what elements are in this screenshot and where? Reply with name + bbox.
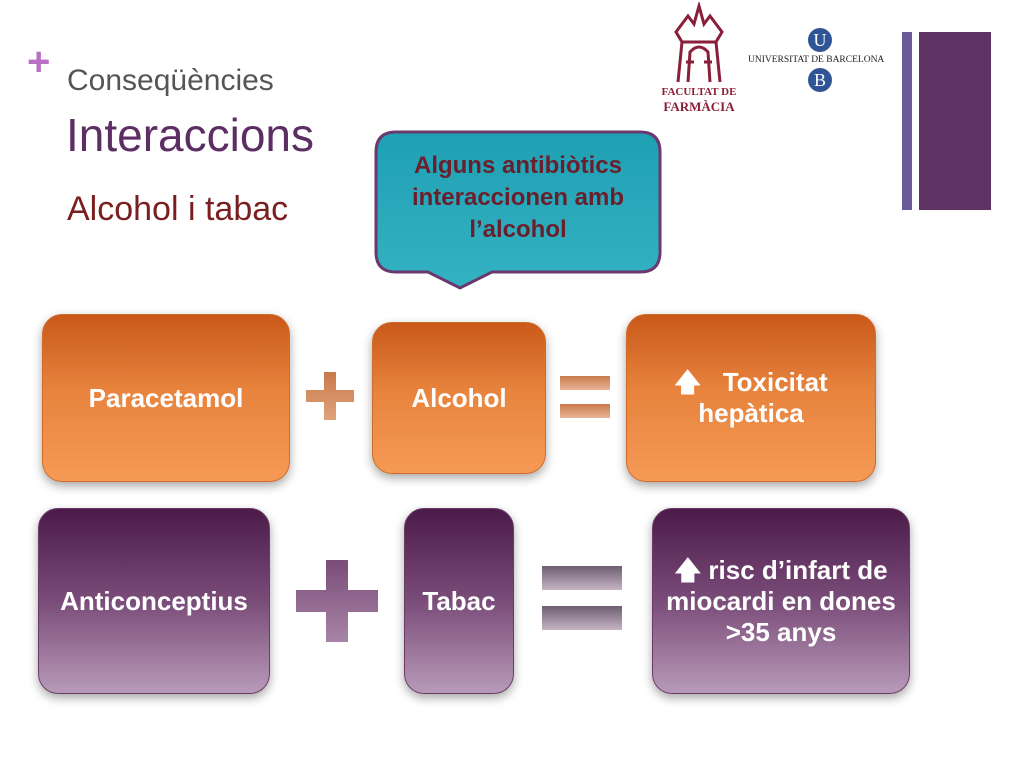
equals-operator-icon (542, 566, 622, 630)
substance-box-tabac: Tabac (404, 508, 514, 694)
speech-callout: Alguns antibiòtics interaccionen amb l’a… (374, 130, 662, 290)
faculty-name-line2: FARMÀCIA (663, 99, 735, 114)
equals-operator-icon (560, 376, 610, 418)
up-arrow-icon: 🡅 (674, 554, 702, 585)
substance-label: Alcohol (411, 382, 507, 413)
section-heading: Alcohol i tabac (67, 190, 289, 228)
result-text: 🡅 Toxicitat hepàtica (627, 367, 875, 429)
drug-label: Anticonceptius (60, 585, 248, 616)
decorative-bar-thick (919, 32, 991, 210)
result-label: Toxicitat hepàtica (698, 367, 828, 428)
substance-label: Tabac (422, 585, 496, 616)
plus-operator-icon (306, 372, 354, 420)
substance-box-alcohol: Alcohol (372, 322, 546, 474)
result-text: 🡅 risc d’infart de miocardi en dones >35… (653, 555, 909, 648)
callout-text: Alguns antibiòtics interaccionen amb l’a… (411, 152, 625, 243)
drug-box-paracetamol: Paracetamol (42, 314, 290, 482)
result-box-risc: 🡅 risc d’infart de miocardi en dones >35… (652, 508, 910, 694)
slide-subtitle: Conseqüències (67, 64, 274, 97)
faculty-logo: FACULTAT DE FARMÀCIA (658, 2, 740, 116)
slide-title: Interaccions (66, 109, 315, 161)
plus-operator-icon (296, 560, 378, 642)
faculty-name-line1: FACULTAT DE (661, 86, 737, 98)
callout-shape (374, 130, 662, 290)
drug-box-anticonceptius: Anticonceptius (38, 508, 270, 694)
ub-circle-u: U (808, 28, 832, 52)
plus-bullet-icon: + (27, 40, 51, 84)
result-box-toxicitat: 🡅 Toxicitat hepàtica (626, 314, 876, 482)
university-logo: U UNIVERSITAT DE BARCELONA B (748, 28, 893, 94)
up-arrow-icon: 🡅 (674, 367, 702, 397)
ub-circle-b: B (808, 68, 832, 92)
building-icon (674, 2, 724, 83)
decorative-bar-thin (902, 32, 912, 210)
university-name: UNIVERSITAT DE BARCELONA (748, 55, 885, 65)
result-label: risc d’infart de miocardi en dones >35 a… (666, 554, 896, 647)
drug-label: Paracetamol (88, 382, 244, 413)
